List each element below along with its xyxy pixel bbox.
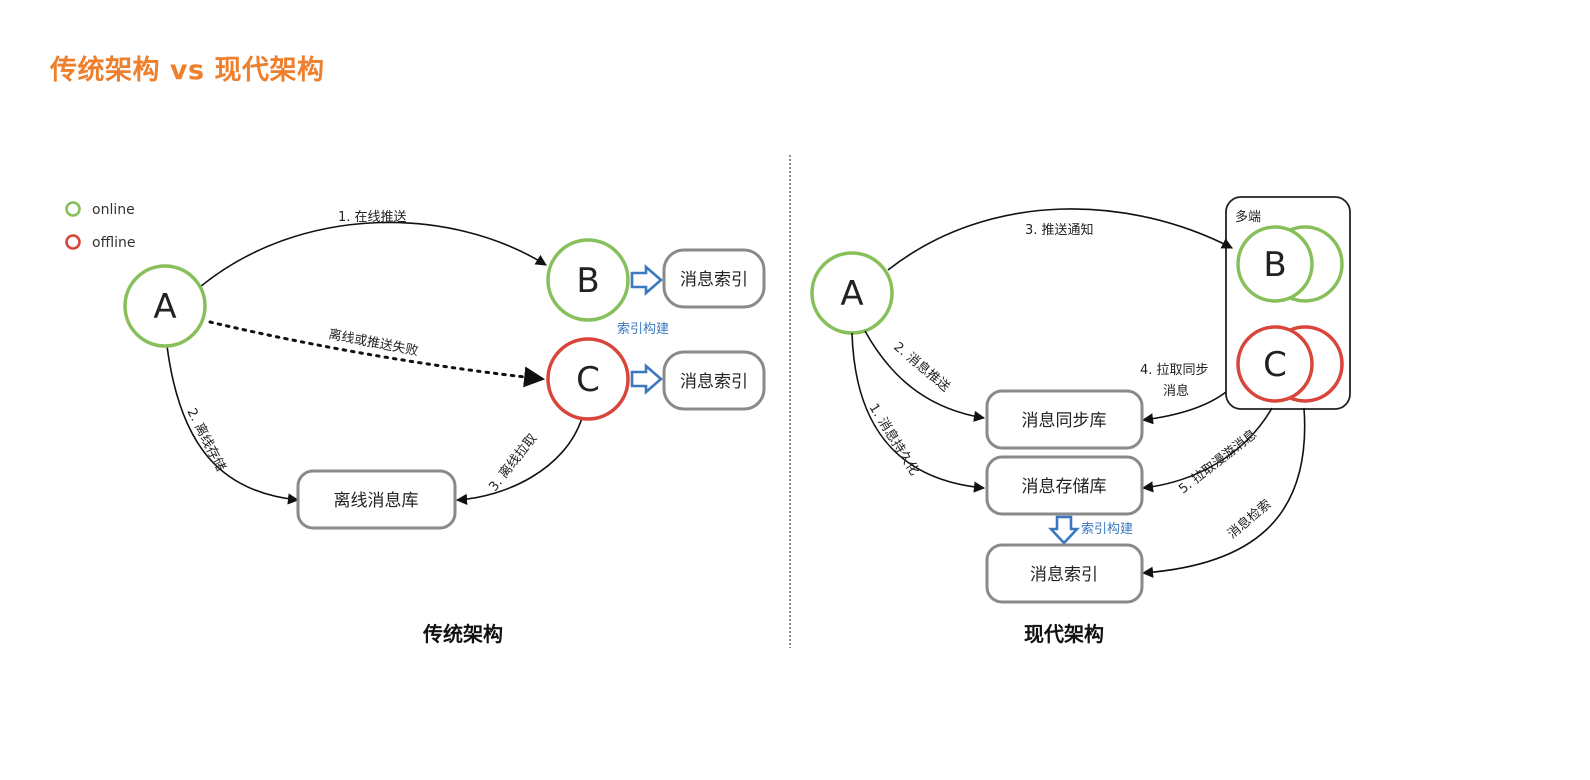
offline-store-box: [296, 469, 457, 530]
storage-store-label: 消息存储库: [1022, 477, 1107, 497]
index-store-label: 消息索引: [1030, 565, 1098, 585]
index-store-box: [985, 543, 1144, 604]
legend-online-label: online: [92, 202, 135, 218]
legend-online-marker: [65, 201, 81, 217]
edge-notify: [887, 208, 1233, 271]
legend: online offline: [65, 201, 135, 251]
label-pull-sync-1: 4. 拉取同步: [1140, 363, 1209, 378]
edge-search: [1141, 407, 1306, 578]
node-c: [1236, 325, 1314, 403]
modern-caption: 现代架构: [1024, 622, 1104, 646]
edge-push-fail: [208, 320, 546, 388]
modern-architecture: 多端 B C A 3. 推送通知 2. 消息推送 1. 消息持久化 4. 拉取同…: [810, 196, 1351, 646]
node-b: [1236, 225, 1314, 303]
edge-pull-sync: [1141, 391, 1227, 425]
traditional-caption: 传统架构: [422, 622, 503, 646]
label-index-build: 索引构建: [1081, 522, 1133, 537]
storage-store-box: [985, 455, 1144, 516]
index-box-b: [662, 248, 766, 309]
node-a-label: A: [840, 274, 863, 314]
label-offline-save: 2. 离线存储: [183, 406, 228, 474]
node-b: [546, 238, 630, 322]
label-online-push: 1. 在线推送: [338, 210, 407, 225]
index-box-c-label: 消息索引: [680, 372, 748, 392]
edge-offline-save: [166, 345, 300, 505]
label-persist: 1. 消息持久化: [866, 401, 923, 479]
sync-store-box: [985, 389, 1144, 450]
index-build-arrow: [1048, 515, 1080, 545]
label-search: 消息检索: [1224, 496, 1274, 542]
edge-offline-pull: [455, 417, 583, 505]
page-title: 传统架构 vs 现代架构: [50, 55, 325, 86]
legend-offline-label: offline: [92, 235, 135, 251]
index-box-b-label: 消息索引: [680, 270, 748, 290]
node-c-label: C: [576, 360, 600, 400]
edge-online-push: [199, 221, 547, 288]
legend-offline-marker: [65, 234, 81, 250]
edge-roaming: [1141, 407, 1273, 493]
node-c: [546, 337, 630, 421]
label-roaming: 5. 拉取漫游消息: [1176, 426, 1260, 497]
node-c-label: C: [1263, 345, 1287, 385]
sync-store-label: 消息同步库: [1022, 411, 1107, 431]
node-a: [123, 264, 207, 348]
edge-push: [864, 330, 986, 422]
multi-device-label: 多端: [1235, 209, 1261, 225]
traditional-architecture: 1. 在线推送 离线或推送失败 2. 离线存储 3. 离线拉取 A B C 索引…: [123, 210, 766, 646]
label-pull-sync-2: 消息: [1163, 383, 1189, 399]
node-a-label: A: [153, 287, 176, 327]
index-build-arrow-c: [630, 363, 663, 395]
node-b-label: B: [1263, 245, 1286, 285]
offline-store-label: 离线消息库: [334, 491, 419, 511]
edge-persist: [851, 332, 986, 493]
index-box-c: [662, 350, 766, 411]
label-push: 2. 消息推送: [890, 339, 953, 395]
label-notify: 3. 推送通知: [1025, 222, 1094, 238]
node-b-label: B: [576, 261, 599, 301]
label-offline-pull: 3. 离线拉取: [486, 431, 541, 495]
label-push-fail: 离线或推送失败: [327, 326, 419, 359]
index-build-arrow-b: [630, 264, 663, 296]
label-index-build: 索引构建: [617, 322, 669, 337]
